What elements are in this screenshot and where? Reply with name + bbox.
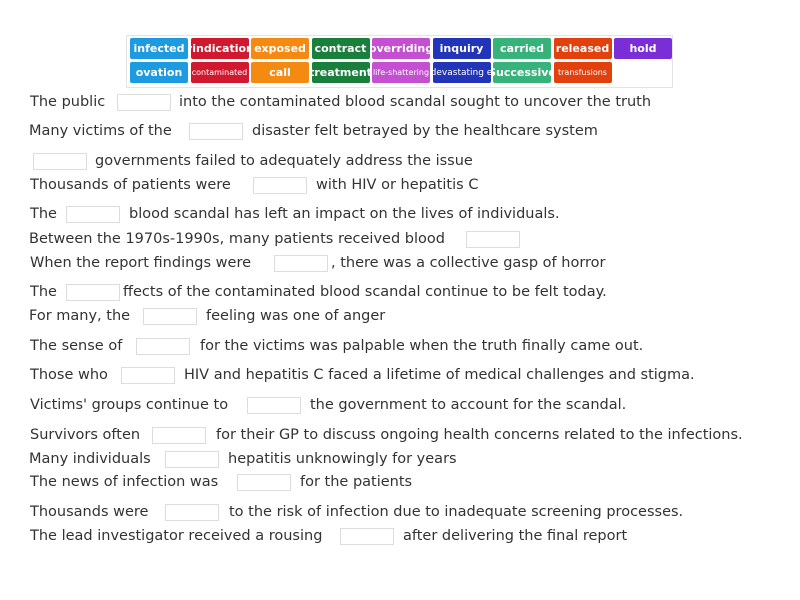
sentence-text-before: Those who — [30, 367, 108, 383]
sentence-text-after: the government to account for the scanda… — [310, 397, 627, 413]
drop-blank[interactable] — [247, 397, 301, 414]
sentence-text-after: blood scandal has left an impact on the … — [129, 206, 560, 222]
drop-blank[interactable] — [165, 504, 219, 521]
sentence-text-before: Victims' groups continue to — [30, 397, 229, 413]
sentence-text-before: The — [30, 206, 57, 222]
sentence-text-after: feeling was one of anger — [206, 308, 386, 324]
sentence-text-before: The — [30, 284, 57, 300]
sentence-text-before: The public — [30, 94, 106, 110]
sentence-text-before: The lead investigator received a rousing — [30, 528, 323, 544]
word-tile[interactable]: call — [251, 62, 309, 83]
word-tile[interactable]: inquiry — [432, 38, 491, 59]
sentence-text-after: governments failed to adequately address… — [95, 153, 473, 169]
word-tile[interactable]: overriding — [372, 38, 430, 59]
drop-blank[interactable] — [66, 284, 120, 301]
sentence-text-after: hepatitis unknowingly for years — [228, 451, 457, 467]
sentence-text-after: after delivering the final report — [403, 528, 628, 544]
drop-blank[interactable] — [136, 338, 190, 355]
drop-blank[interactable] — [117, 94, 171, 111]
word-tile[interactable]: carried — [493, 38, 551, 59]
sentence-text-before: For many, the — [29, 308, 131, 324]
word-tile[interactable]: exposed — [251, 38, 309, 59]
drop-blank[interactable] — [152, 427, 206, 444]
drop-blank[interactable] — [253, 177, 307, 194]
word-tile[interactable]: vindication — [190, 38, 249, 59]
sentence-text-before: Many victims of the — [29, 123, 172, 139]
drop-blank[interactable] — [189, 123, 243, 140]
drop-blank[interactable] — [237, 474, 291, 491]
word-tile[interactable]: hold — [614, 38, 672, 59]
word-tile[interactable]: Successive — [493, 62, 551, 83]
word-tile[interactable]: contract — [311, 38, 370, 59]
drop-blank[interactable] — [33, 153, 87, 170]
sentence-text-before: The news of infection was — [30, 474, 219, 490]
sentence-text-before: Between the 1970s-1990s, many patients r… — [29, 231, 445, 247]
word-tile[interactable]: transfusions — [553, 62, 612, 83]
drop-blank[interactable] — [143, 308, 197, 325]
word-tile[interactable]: ovation — [130, 62, 188, 83]
sentence-text-after: disaster felt betrayed by the healthcare… — [252, 123, 598, 139]
drop-blank[interactable] — [165, 451, 219, 468]
sentence-text-after: to the risk of infection due to inadequa… — [229, 504, 684, 520]
drop-blank[interactable] — [121, 367, 175, 384]
word-tile[interactable]: infected — [130, 38, 188, 59]
sentence-text-after: for the victims was palpable when the tr… — [200, 338, 644, 354]
drop-blank[interactable] — [466, 231, 520, 248]
sentence-text-before: When the report findings were — [30, 255, 252, 271]
sentence-text-before: Thousands of patients were — [30, 177, 231, 193]
drop-blank[interactable] — [340, 528, 394, 545]
drop-blank[interactable] — [274, 255, 328, 272]
word-tile[interactable]: contaminated — [190, 62, 249, 83]
word-tile[interactable]: treatment — [311, 62, 370, 83]
sentence-text-before: Thousands were — [30, 504, 149, 520]
sentence-text-after: , there was a collective gasp of horror — [331, 255, 606, 271]
word-tile[interactable]: life-shattering — [372, 62, 430, 83]
word-tile[interactable]: devastating e — [432, 62, 491, 83]
sentence-text-after: for the patients — [300, 474, 413, 490]
drop-blank[interactable] — [66, 206, 120, 223]
sentence-text-after: ffects of the contaminated blood scandal… — [123, 284, 607, 300]
sentence-text-before: The sense of — [30, 338, 123, 354]
sentence-text-before: Many individuals — [29, 451, 151, 467]
sentence-text-after: with HIV or hepatitis C — [316, 177, 479, 193]
sentence-text-after: HIV and hepatitis C faced a lifetime of … — [184, 367, 695, 383]
sentence-text-after: for their GP to discuss ongoing health c… — [216, 427, 743, 443]
word-bank: infectedvindicationexposedcontractoverri… — [126, 35, 673, 88]
sentence-text-before: Survivors often — [30, 427, 141, 443]
sentence-text-after: into the contaminated blood scandal soug… — [179, 94, 652, 110]
word-tile[interactable]: released — [553, 38, 612, 59]
